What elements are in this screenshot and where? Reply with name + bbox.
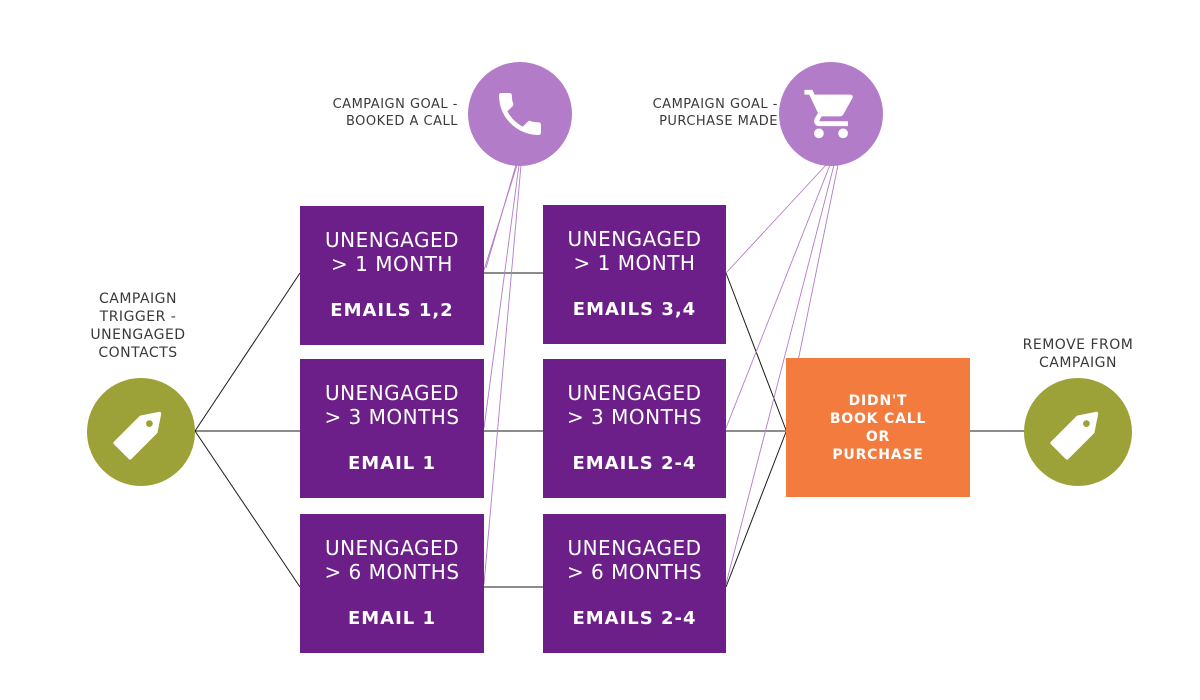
connector-line bbox=[194, 272, 301, 432]
trigger-label: CAMPAIGN TRIGGER - UNENGAGED CONTACTS bbox=[90, 291, 186, 361]
segment-label: UNENGAGED > 3 MONTHS bbox=[566, 381, 703, 429]
emails-label: EMAILS 2-4 bbox=[572, 453, 697, 474]
connector-line bbox=[725, 431, 787, 588]
shopping-cart-icon bbox=[804, 89, 853, 139]
phone-icon bbox=[499, 93, 541, 135]
goal-call-circle bbox=[468, 62, 572, 166]
goal-connector-line bbox=[483, 164, 520, 429]
goal-connector-line bbox=[725, 164, 831, 429]
goal-connector-line bbox=[725, 164, 827, 274]
segment-box-col2-1m: UNENGAGED > 1 MONTH EMAILS 3,4 bbox=[543, 205, 726, 344]
segment-label: UNENGAGED > 1 MONTH bbox=[324, 228, 460, 276]
outcome-box: DIDN'T BOOK CALL OR PURCHASE bbox=[786, 358, 970, 497]
segment-box-col1-1m: UNENGAGED > 1 MONTH EMAILS 1,2 bbox=[300, 206, 484, 345]
segment-label: UNENGAGED > 6 MONTHS bbox=[566, 536, 703, 584]
exit-label: REMOVE FROM CAMPAIGN bbox=[1022, 337, 1134, 371]
emails-label: EMAILS 2-4 bbox=[572, 608, 697, 629]
exit-circle bbox=[1024, 378, 1132, 486]
goal-connector-line bbox=[485, 164, 517, 269]
segment-box-col2-3m: UNENGAGED > 3 MONTHS EMAILS 2-4 bbox=[543, 359, 726, 498]
emails-label: EMAILS 3,4 bbox=[572, 299, 697, 320]
emails-label: EMAIL 1 bbox=[347, 453, 437, 474]
goal-label-call: CAMPAIGN GOAL - BOOKED A CALL bbox=[332, 97, 458, 129]
goal-connector-line bbox=[725, 164, 835, 585]
tag-icon bbox=[1050, 411, 1099, 460]
tag-icon bbox=[113, 411, 162, 460]
segment-box-col1-3m: UNENGAGED > 3 MONTHS EMAIL 1 bbox=[300, 359, 484, 498]
segment-label: UNENGAGED > 3 MONTHS bbox=[324, 381, 460, 429]
emails-label: EMAILS 1,2 bbox=[330, 300, 454, 321]
outcome-label: DIDN'T BOOK CALL OR PURCHASE bbox=[829, 392, 927, 463]
segment-box-col2-6m: UNENGAGED > 6 MONTHS EMAILS 2-4 bbox=[543, 514, 726, 653]
segment-box-col1-6m: UNENGAGED > 6 MONTHS EMAIL 1 bbox=[300, 514, 484, 653]
goal-label-purchase: CAMPAIGN GOAL - PURCHASE MADE bbox=[652, 97, 778, 129]
emails-label: EMAIL 1 bbox=[347, 608, 437, 629]
segment-label: UNENGAGED > 6 MONTHS bbox=[324, 536, 460, 584]
goal-purchase-circle bbox=[779, 62, 883, 166]
segment-label: UNENGAGED > 1 MONTH bbox=[567, 227, 702, 275]
goal-connector-line bbox=[483, 164, 522, 585]
connector-line bbox=[194, 430, 301, 588]
trigger-circle bbox=[87, 378, 195, 486]
